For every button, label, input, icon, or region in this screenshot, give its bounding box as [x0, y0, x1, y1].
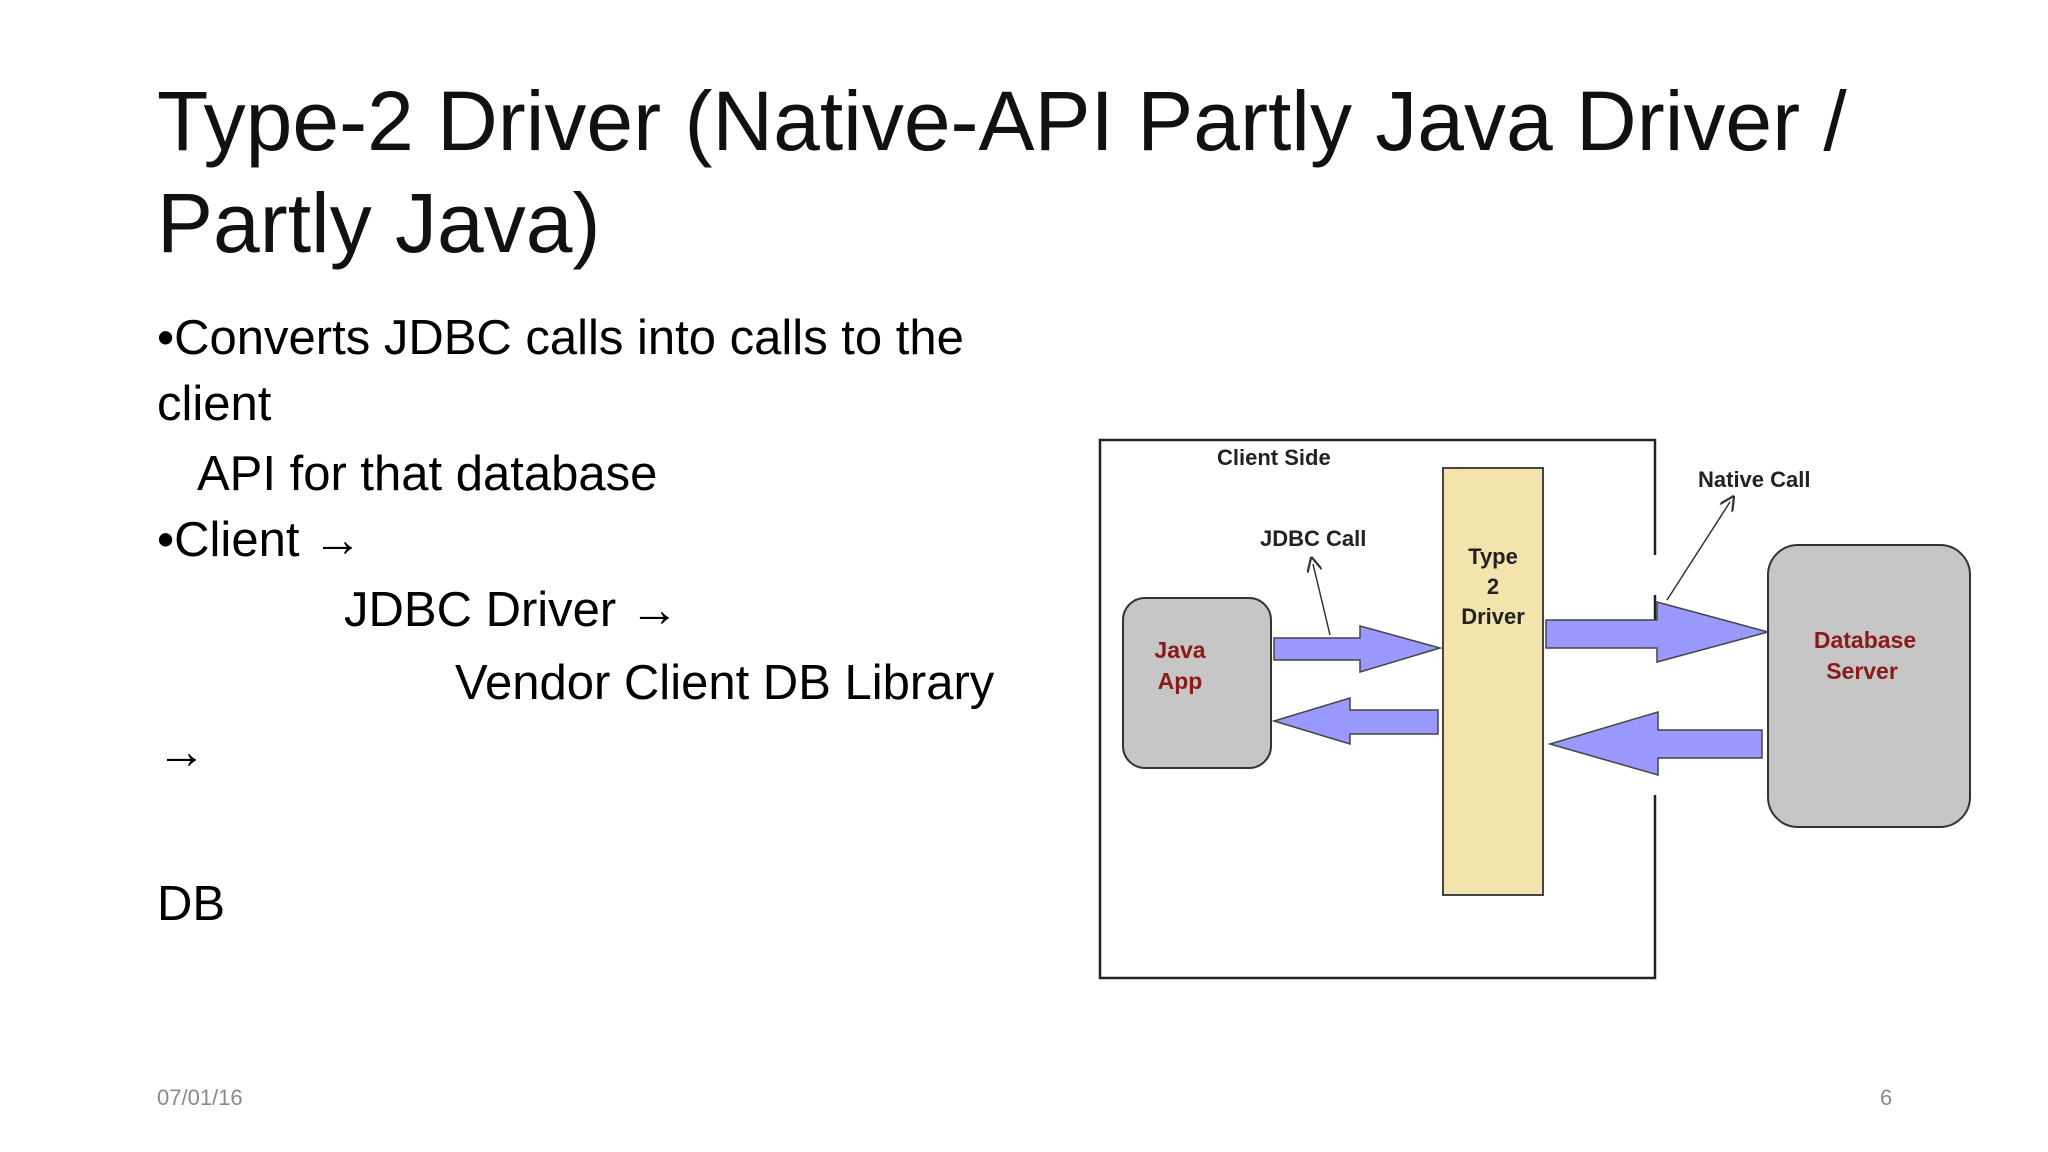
bullet-1-line-2: client [157, 377, 272, 431]
arrow-database-to-driver [1547, 710, 1763, 776]
slide-title-line-1: Type-2 Driver (Native-API Partly Java Dr… [157, 74, 1847, 168]
diagram-svg: Client Side Type 2 Driver Java App Datab… [1098, 438, 1971, 980]
bullet-2-line-2: JDBC Driver → [344, 583, 679, 637]
database-server-label-line-2: Server [1826, 658, 1898, 684]
footer-page-number: 6 [1880, 1085, 1893, 1110]
driver-label-line-1: Type [1468, 544, 1518, 569]
type2-driver-diagram: Client Side Type 2 Driver Java App Datab… [1090, 430, 1990, 990]
arrow-driver-to-app [1271, 696, 1439, 746]
bullet-2-line-4: → [157, 725, 206, 779]
slide-title: Type-2 Driver (Native-API Partly Java Dr… [157, 70, 1857, 274]
database-server-box [1767, 544, 1971, 828]
bullet-1-line-3: API for that database [197, 447, 658, 501]
arrow-app-to-driver [1273, 625, 1443, 674]
driver-label-line-3: Driver [1461, 604, 1525, 629]
bullet-1-line-1: •Converts JDBC calls into calls to the [157, 311, 964, 365]
arrow-driver-to-database [1545, 601, 1771, 663]
slide-title-line-2: Partly Java) [157, 176, 601, 270]
footer-date: 07/01/16 [157, 1085, 243, 1110]
native-call-label: Native Call [1698, 467, 1811, 492]
database-server-label-line-1: Database [1814, 627, 1916, 653]
jdbc-call-pointer [1313, 564, 1331, 636]
jdbc-call-label: JDBC Call [1260, 526, 1366, 551]
driver-label-line-2: 2 [1487, 574, 1499, 599]
type2-driver-box [1442, 467, 1544, 896]
native-call-pointer [1666, 502, 1730, 601]
java-app-label-line-2: App [1158, 668, 1203, 694]
bullet-2-line-3: Vendor Client DB Library [455, 656, 995, 710]
java-app-label-line-1: Java [1154, 637, 1205, 663]
bullet-2-line-1: •Client → [157, 513, 363, 567]
java-app-box [1122, 597, 1272, 769]
client-side-label: Client Side [1217, 445, 1331, 470]
bullet-2-line-5: DB [157, 877, 226, 931]
